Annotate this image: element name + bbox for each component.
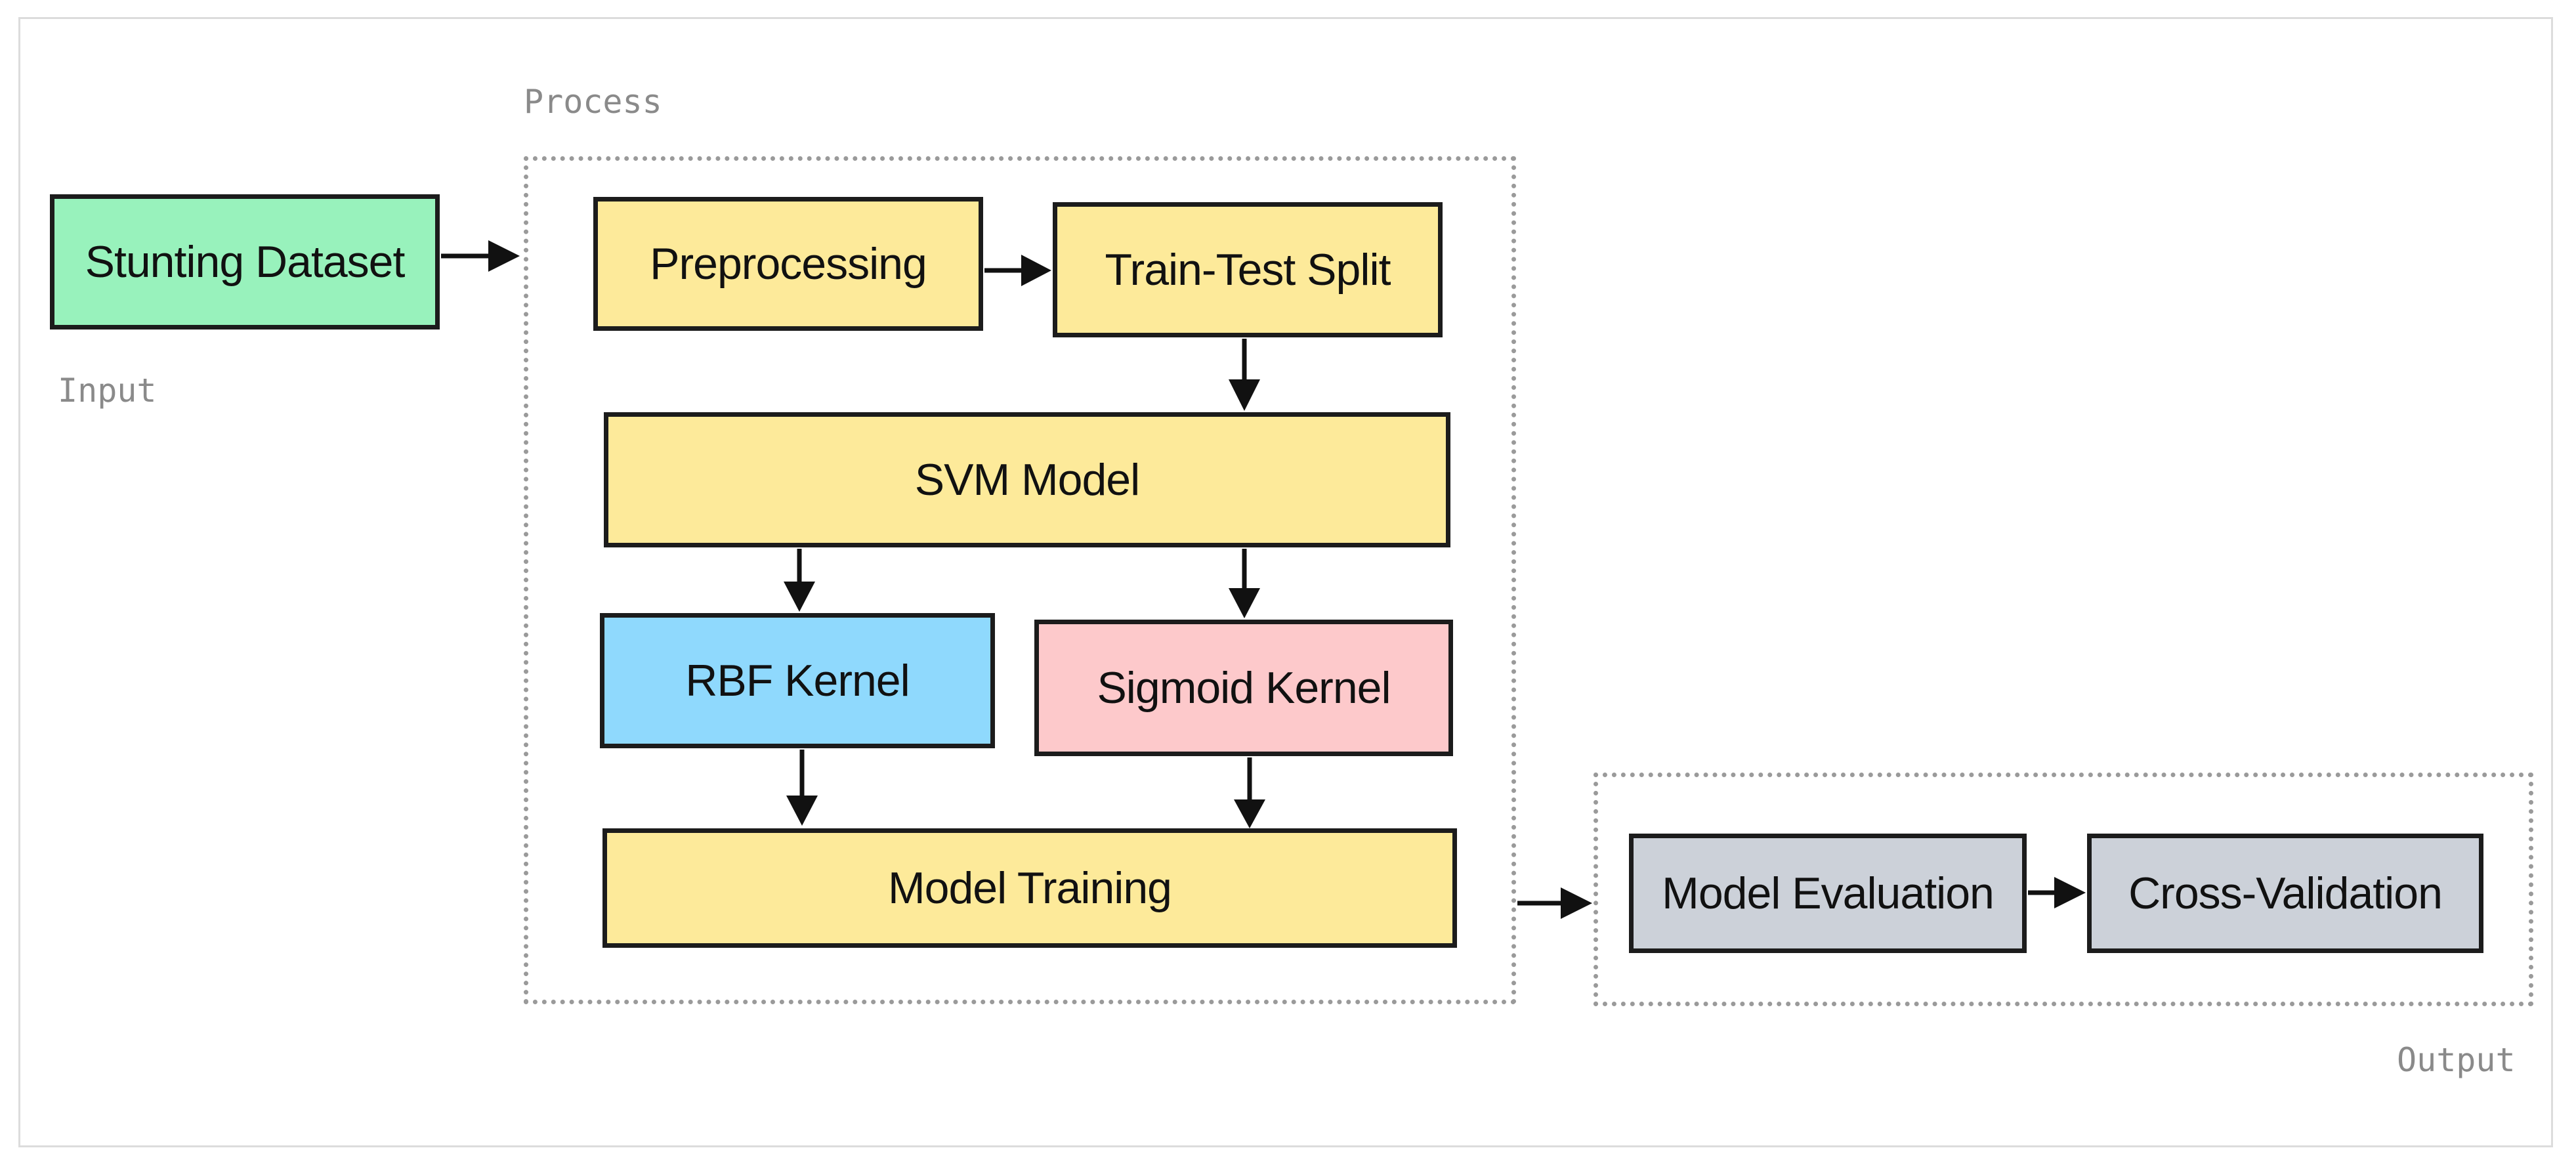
model-training-node[interactable]: Model Training [602, 828, 1457, 948]
sigmoid-kernel-text: Sigmoid Kernel [1097, 663, 1391, 713]
preprocessing-text: Preprocessing [650, 239, 927, 289]
svm-model-node[interactable]: SVM Model [604, 412, 1450, 547]
train-test-split-text: Train-Test Split [1105, 245, 1391, 295]
svm-model-text: SVM Model [914, 455, 1140, 505]
stunting-dataset-node[interactable]: Stunting Dataset [50, 194, 440, 329]
model-training-text: Model Training [887, 863, 1172, 913]
process-group [524, 156, 1516, 1004]
rbf-kernel-text: RBF Kernel [685, 656, 910, 706]
process-label: Process [524, 83, 662, 121]
stunting-dataset-text: Stunting Dataset [85, 237, 406, 287]
model-evaluation-node[interactable]: Model Evaluation [1629, 834, 2027, 953]
preprocessing-node[interactable]: Preprocessing [593, 197, 983, 331]
input-label: Input [58, 372, 157, 410]
sigmoid-kernel-node[interactable]: Sigmoid Kernel [1034, 620, 1453, 756]
cross-validation-node[interactable]: Cross-Validation [2087, 834, 2483, 953]
output-group [1594, 773, 2533, 1006]
model-evaluation-text: Model Evaluation [1662, 868, 1995, 918]
train-test-split-node[interactable]: Train-Test Split [1053, 202, 1443, 337]
cross-validation-text: Cross-Validation [2128, 868, 2443, 918]
output-label: Output [2397, 1041, 2516, 1079]
rbf-kernel-node[interactable]: RBF Kernel [600, 613, 995, 748]
